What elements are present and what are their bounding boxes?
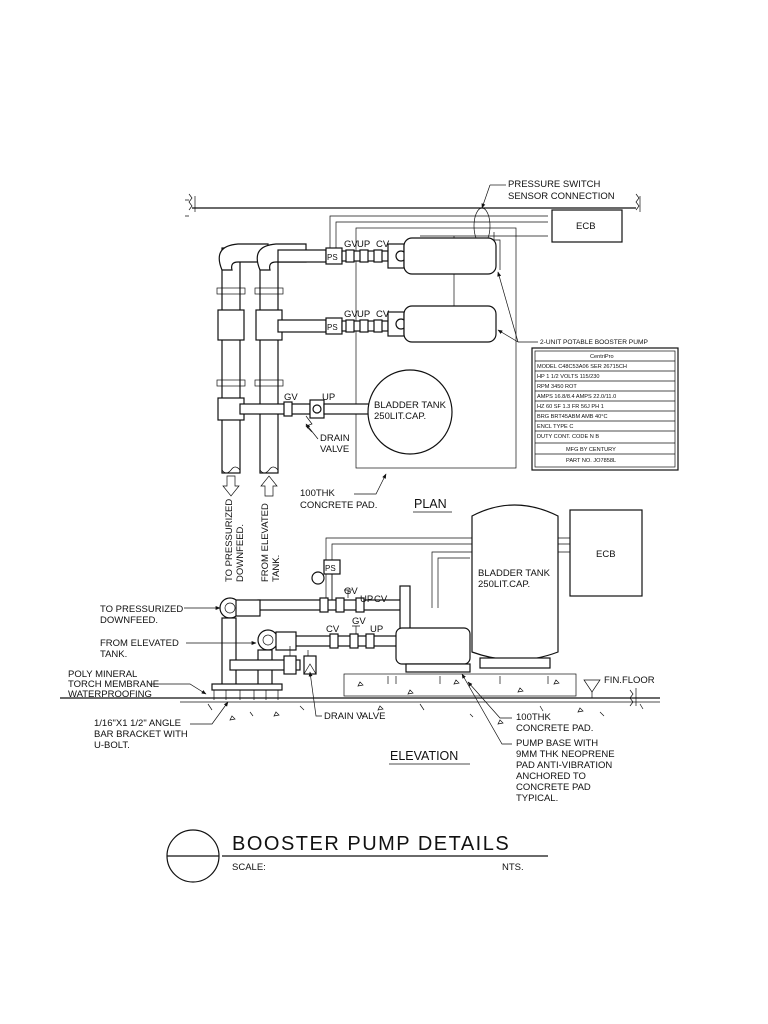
downfeed-label-elev-2: DOWNFEED. — [100, 615, 158, 626]
nameplate-row-3: AMPS 16.8/8.4 AMPS 22.0/11.0 — [537, 394, 616, 400]
concrete-pad-label-plan-2: CONCRETE PAD. — [300, 500, 377, 511]
downfeed-label-plan-2: DOWNFEED. — [235, 524, 246, 582]
bladder-tank-label-elev-1: BLADDER TANK — [478, 568, 551, 579]
bracket-label-1: 1/16"X1 1/2" ANGLE — [94, 718, 181, 729]
fin-floor-triangle — [583, 679, 601, 693]
ecb-box-elev — [569, 509, 643, 597]
waterproofing-label-1: POLY MINERAL — [68, 669, 137, 680]
elevation-title: ELEVATION — [390, 749, 458, 763]
cv-label-upper: CV — [376, 239, 390, 250]
concrete-pad-label-elev-2: CONCRETE PAD. — [516, 723, 593, 734]
up-label-lower: UP — [357, 309, 370, 320]
gv-label-tank: GV — [284, 392, 298, 403]
elevated-label-elev-1: FROM ELEVATED — [100, 638, 179, 649]
concrete-pad-label-plan-1: 100THK — [300, 488, 336, 499]
pump-volute-lower — [257, 629, 279, 651]
drain-valve-label-plan-1: DRAIN — [320, 433, 350, 444]
drain-valve-label-plan-2: VALVE — [320, 444, 349, 455]
bladder-tank-label-elev-2: 250LIT.CAP. — [478, 579, 530, 590]
pump-base-label-3: PAD ANTI-VIBRATION — [516, 760, 612, 771]
up-label-tank: UP — [322, 392, 335, 403]
waterproofing-label-2: TORCH MEMBRANE — [68, 679, 159, 690]
downfeed-arrow — [222, 475, 240, 497]
ps-label-elev: PS — [325, 564, 336, 573]
up-label-upper: UP — [357, 239, 370, 250]
bracket-label-3: U-BOLT. — [94, 740, 130, 751]
bladder-tank-label-plan-2: 250LIT.CAP. — [374, 411, 426, 422]
gv-label-upper: GV — [344, 239, 358, 250]
nameplate-row-2: RPM 3450 ROT — [537, 384, 577, 390]
fin-floor-label: FIN.FLOOR — [604, 675, 655, 686]
booster-pump-upper — [403, 237, 497, 275]
scale-label: SCALE: — [232, 862, 266, 873]
elevated-arrow — [260, 475, 278, 497]
bladder-tank-label-plan-1: BLADDER TANK — [374, 400, 447, 411]
gv-label-elev-lower: GV — [352, 616, 366, 627]
elevated-label-plan-2: TANK. — [271, 555, 282, 582]
title-block: BOOSTER PUMP DETAILS SCALE: NTS. — [166, 829, 548, 883]
scale-value: NTS. — [502, 862, 524, 873]
pressure-gauge-icon — [311, 571, 325, 585]
pressure-switch-label-2: SENSOR CONNECTION — [508, 191, 615, 202]
break-mark-left — [188, 193, 196, 212]
break-mark-right — [635, 193, 641, 212]
nameplate-box — [531, 347, 679, 471]
nameplate-row-5: BRG BRT45ABM AMB 40°C — [537, 414, 608, 420]
drain-valve-label-elev: DRAIN VALVE — [324, 711, 385, 722]
bladder-tank-plan — [367, 369, 453, 455]
pump-pad-plan — [355, 227, 517, 469]
downfeed-label-elev-1: TO PRESSURIZED — [100, 604, 183, 615]
up-label-elev-upper: UP — [360, 594, 373, 605]
bracket-label-2: BAR BRACKET WITH — [94, 729, 188, 740]
plan-title: PLAN — [414, 497, 447, 511]
pressure-switch-label-1: PRESSURE SWITCH — [508, 179, 601, 190]
nameplate-row-8: MFG BY CENTURY — [566, 447, 616, 453]
waterproofing-label-3: WATERPROOFING — [68, 689, 152, 700]
nameplate-row-1: HP 1 1/2 VOLTS 115/230 — [537, 374, 600, 380]
nameplate-brand: CentriPro — [590, 354, 614, 360]
concrete-pad-elev — [343, 673, 577, 697]
booster-pump-label: 2-UNIT POTABLE BOOSTER PUMP — [540, 339, 648, 346]
concrete-pad-label-elev-1: 100THK — [516, 712, 552, 723]
ecb-box-plan — [551, 209, 623, 243]
booster-pump-elev — [395, 627, 471, 665]
booster-pump-lower — [403, 305, 497, 343]
nameplate-row-6: ENCL TYPE C — [537, 424, 573, 430]
riser-elevated — [259, 247, 279, 474]
plan-view: ECB PRESSURE SWITCH SENSOR CONNECTION — [185, 179, 679, 582]
ps-label-lower: PS — [327, 323, 338, 332]
ps-label-upper: PS — [327, 253, 338, 262]
pump-base-label-1: PUMP BASE WITH — [516, 738, 598, 749]
elevated-label-elev-2: TANK. — [100, 649, 127, 660]
pump-base-label-4: ANCHORED TO — [516, 771, 586, 782]
nameplate-row-4: HZ 60 SF 1.3 FR 56J PH 1 — [537, 404, 604, 410]
cv-label-elev-upper: CV — [374, 594, 388, 605]
elevation-view: ECB BLADDER TANK 250LIT.CAP. PS GV UP CV… — [60, 504, 660, 804]
nameplate-row-0: MODEL C48C53A06 SER 26715CH — [537, 364, 627, 370]
pump-base-label-5: CONCRETE PAD — [516, 782, 591, 793]
pump-base-label-6: TYPICAL. — [516, 793, 558, 804]
downfeed-label-plan-1: TO PRESSURIZED — [224, 499, 235, 582]
ecb-label-plan: ECB — [576, 221, 596, 232]
gv-label-lower: GV — [344, 309, 358, 320]
gv-label-elev-upper: GV — [344, 586, 358, 597]
elevated-label-plan-1: FROM ELEVATED — [260, 503, 271, 582]
drawing-title: BOOSTER PUMP DETAILS — [232, 833, 510, 855]
break-mark-floor — [629, 688, 637, 707]
up-label-elev-lower: UP — [370, 624, 383, 635]
cv-label-lower: CV — [376, 309, 390, 320]
pump-base-label-2: 9MM THK NEOPRENE — [516, 749, 615, 760]
riser-downfeed — [221, 247, 241, 474]
nameplate-row-7: DUTY CONT. CODE N B — [537, 434, 599, 440]
ecb-label-elev: ECB — [596, 549, 616, 560]
cv-label-elev-lower: CV — [326, 624, 340, 635]
nameplate-row-9: PART NO. JO7858L — [566, 458, 616, 464]
